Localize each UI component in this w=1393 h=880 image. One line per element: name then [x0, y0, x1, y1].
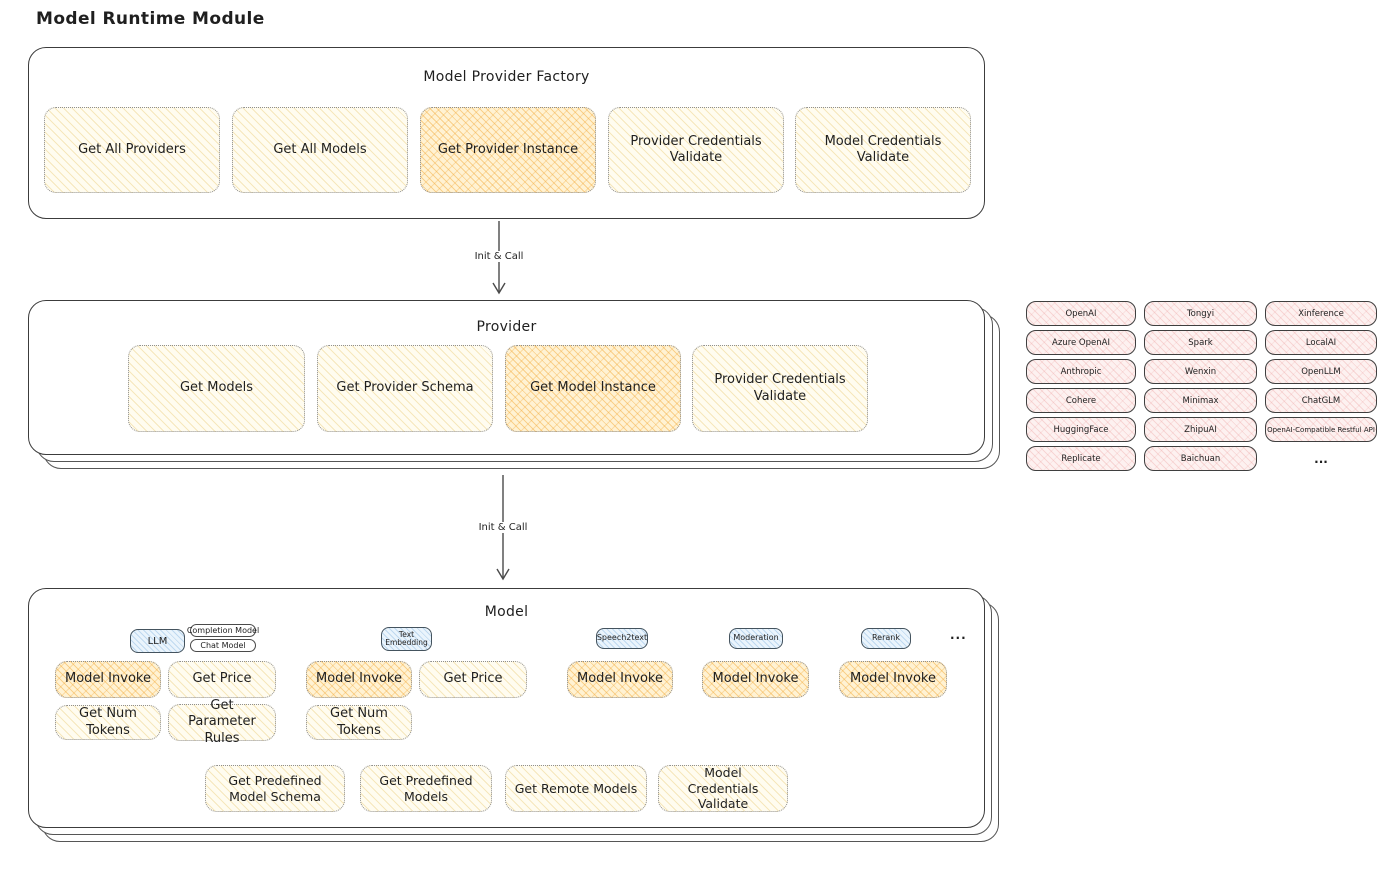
- provider-pill: Baichuan: [1144, 446, 1257, 471]
- button-get-num-tokens: Get Num Tokens: [306, 705, 412, 740]
- provider-pill: ZhipuAI: [1144, 417, 1257, 442]
- tag-speech2text: Speech2text: [596, 628, 648, 649]
- button-get-provider-instance: Get Provider Instance: [420, 107, 596, 193]
- provider-pill: Cohere: [1026, 388, 1136, 413]
- provider-pill: Anthropic: [1026, 359, 1136, 384]
- providers-ellipsis: ...: [1314, 451, 1328, 466]
- tag-llm: LLM: [130, 629, 185, 653]
- button-get-price: Get Price: [168, 661, 276, 698]
- button-model-credentials-validate: Model Credentials Validate: [795, 107, 971, 193]
- button-get-predefined-models: Get Predefined Models: [360, 765, 492, 812]
- tag-moderation: Moderation: [729, 628, 783, 649]
- tags-ellipsis: ...: [950, 628, 967, 642]
- button-model-invoke: Model Invoke: [567, 661, 673, 698]
- tag-completion-model: Completion Model: [186, 624, 260, 637]
- provider-pill: Tongyi: [1144, 301, 1257, 326]
- factory-title: Model Provider Factory: [423, 69, 590, 85]
- provider-pill: Minimax: [1144, 388, 1257, 413]
- button-model-credentials-validate-2: Model Credentials Validate: [658, 765, 788, 812]
- tag-rerank: Rerank: [861, 628, 911, 649]
- button-provider-credentials-validate: Provider Credentials Validate: [608, 107, 784, 193]
- arrow1-label: Init & Call: [469, 251, 529, 262]
- tag-text-embedding: Text Embedding: [381, 627, 432, 651]
- arrow2-label: Init & Call: [473, 522, 533, 533]
- button-get-price: Get Price: [419, 661, 527, 698]
- model-title: Model: [484, 604, 529, 620]
- provider-pill: Wenxin: [1144, 359, 1257, 384]
- button-model-invoke: Model Invoke: [839, 661, 947, 698]
- provider-pill: ChatGLM: [1265, 388, 1377, 413]
- tag-chat-model: Chat Model: [190, 639, 256, 652]
- button-get-provider-schema: Get Provider Schema: [317, 345, 493, 432]
- button-get-remote-models: Get Remote Models: [505, 765, 647, 812]
- button-get-parameter-rules: Get Parameter Rules: [168, 698, 276, 746]
- button-get-all-providers: Get All Providers: [44, 107, 220, 193]
- provider-pill: LocalAI: [1265, 330, 1377, 355]
- provider-pill: Azure OpenAI: [1026, 330, 1136, 355]
- provider-pill: OpenAI-Compatible Restful API: [1265, 417, 1377, 442]
- provider-pill: Xinference: [1265, 301, 1377, 326]
- button-get-predefined-model-schema: Get Predefined Model Schema: [205, 765, 345, 812]
- button-get-all-models: Get All Models: [232, 107, 408, 193]
- provider-pill: HuggingFace: [1026, 417, 1136, 442]
- button-get-model-instance: Get Model Instance: [505, 345, 681, 432]
- provider-title: Provider: [476, 319, 537, 335]
- provider-pill: OpenLLM: [1265, 359, 1377, 384]
- provider-pill: Replicate: [1026, 446, 1136, 471]
- button-model-invoke: Model Invoke: [55, 661, 161, 698]
- providers-grid: OpenAI Tongyi Xinference Azure OpenAI Sp…: [1026, 301, 1377, 471]
- page-title: Model Runtime Module: [36, 9, 265, 29]
- provider-pill: Spark: [1144, 330, 1257, 355]
- button-model-invoke: Model Invoke: [306, 661, 412, 698]
- button-get-num-tokens: Get Num Tokens: [55, 705, 161, 740]
- button-provider-credentials-validate-2: Provider Credentials Validate: [692, 345, 868, 432]
- button-model-invoke: Model Invoke: [702, 661, 809, 698]
- button-get-models: Get Models: [128, 345, 305, 432]
- provider-pill: OpenAI: [1026, 301, 1136, 326]
